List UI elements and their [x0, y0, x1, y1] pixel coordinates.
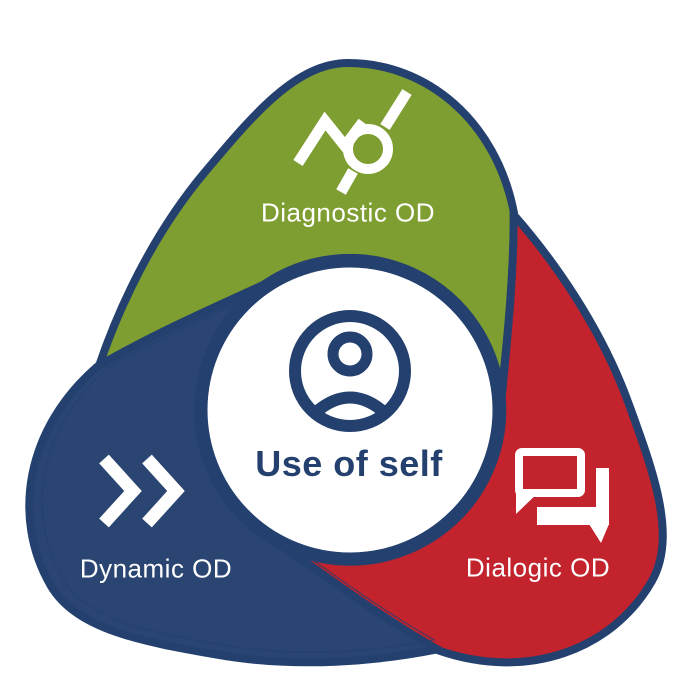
segment-label-diagnostic: Diagnostic OD	[260, 197, 436, 228]
user-circle-icon	[289, 310, 411, 432]
center-circle	[198, 258, 502, 562]
chat-bubbles-icon	[515, 448, 609, 543]
segment-label-dialogic: Dialogic OD	[465, 552, 611, 583]
segment-label-dynamic: Dynamic OD	[79, 553, 233, 584]
center-label: Use of self	[255, 443, 443, 484]
double-chevron-icon	[99, 454, 185, 528]
chart-magnifier-icon	[293, 89, 412, 195]
